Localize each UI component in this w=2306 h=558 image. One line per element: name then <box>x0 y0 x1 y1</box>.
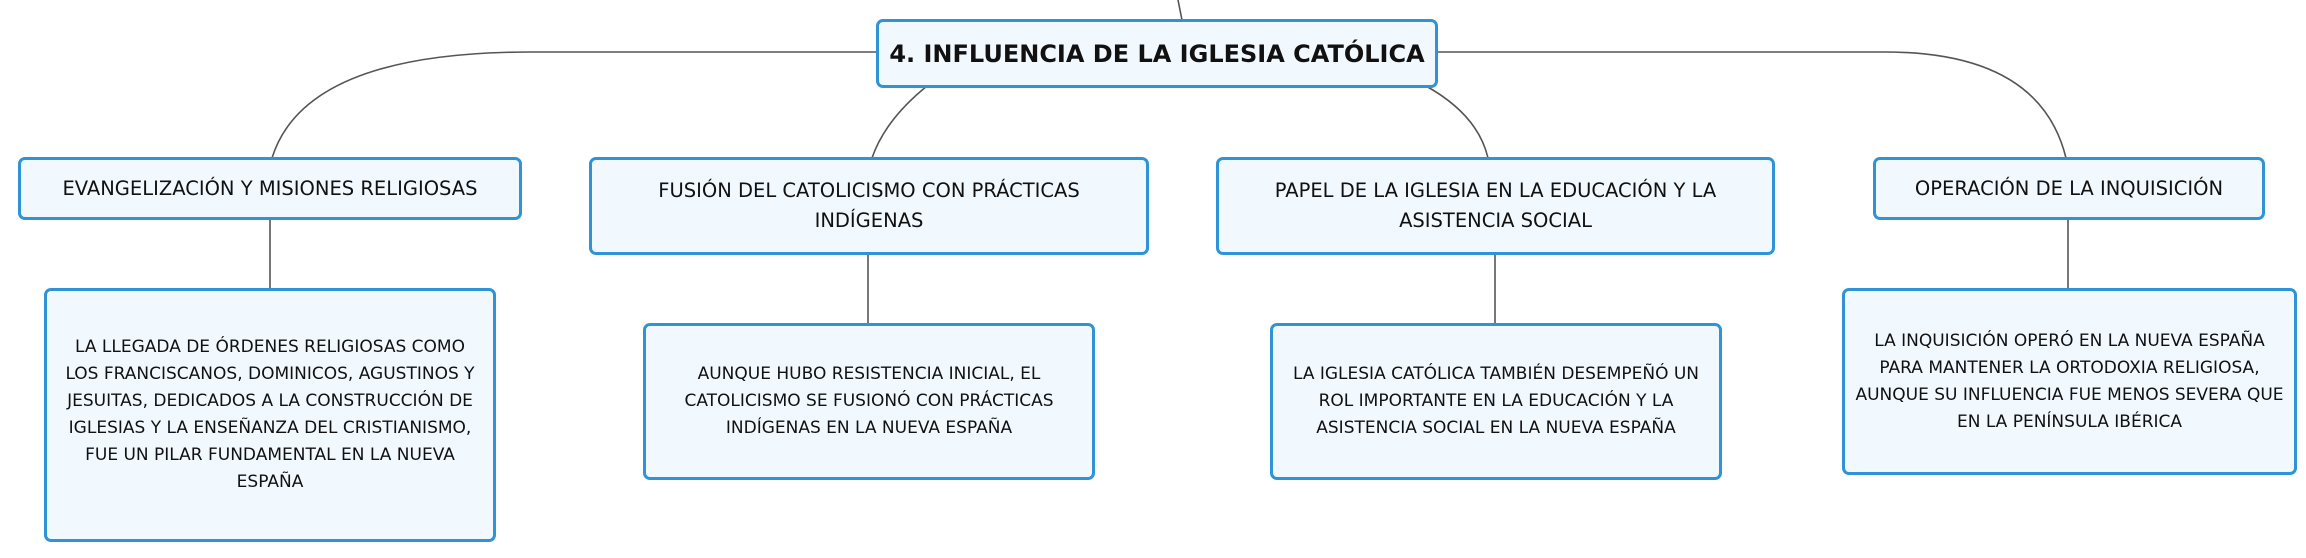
topic-fusion[interactable]: FUSIÓN DEL CATOLICISMO CON PRÁCTICAS IND… <box>589 157 1149 255</box>
connector-central-topic-1 <box>271 51 877 159</box>
detail-educacion[interactable]: LA IGLESIA CATÓLICA TAMBIÉN DESEMPEÑÓ UN… <box>1270 323 1722 480</box>
detail-evangelizacion[interactable]: LA LLEGADA DE ÓRDENES RELIGIOSAS COMO LO… <box>44 288 496 542</box>
detail-inquisicion[interactable]: LA INQUISICIÓN OPERÓ EN LA NUEVA ESPAÑA … <box>1842 288 2297 475</box>
topic-label: FUSIÓN DEL CATOLICISMO CON PRÁCTICAS IND… <box>658 179 1080 232</box>
central-topic-label: 4. INFLUENCIA DE LA IGLESIA CATÓLICA <box>889 39 1425 68</box>
central-topic[interactable]: 4. INFLUENCIA DE LA IGLESIA CATÓLICA <box>876 19 1438 88</box>
topic-label: PAPEL DE LA IGLESIA EN LA EDUCACIÓN Y LA… <box>1274 179 1717 232</box>
topic-inquisicion[interactable]: OPERACIÓN DE LA INQUISICIÓN <box>1873 157 2265 220</box>
detail-text: LA IGLESIA CATÓLICA TAMBIÉN DESEMPEÑÓ UN… <box>1292 364 1700 438</box>
detail-text: AUNQUE HUBO RESISTENCIA INICIAL, EL CATO… <box>684 364 1054 438</box>
connector-central-topic-2 <box>871 85 928 159</box>
detail-text: LA LLEGADA DE ÓRDENES RELIGIOSAS COMO LO… <box>65 337 475 492</box>
topic-educacion[interactable]: PAPEL DE LA IGLESIA EN LA EDUCACIÓN Y LA… <box>1216 157 1775 255</box>
connector-central-topic-4 <box>1436 51 2067 159</box>
detail-text: LA INQUISICIÓN OPERÓ EN LA NUEVA ESPAÑA … <box>1855 330 2284 432</box>
topic-label: OPERACIÓN DE LA INQUISICIÓN <box>1914 176 2224 200</box>
connector-parent-central <box>1177 0 1183 21</box>
detail-fusion[interactable]: AUNQUE HUBO RESISTENCIA INICIAL, EL CATO… <box>643 323 1095 480</box>
topic-evangelizacion[interactable]: EVANGELIZACIÓN Y MISIONES RELIGIOSAS <box>18 157 522 220</box>
connector-central-topic-3 <box>1425 85 1489 159</box>
topic-label: EVANGELIZACIÓN Y MISIONES RELIGIOSAS <box>62 176 478 200</box>
